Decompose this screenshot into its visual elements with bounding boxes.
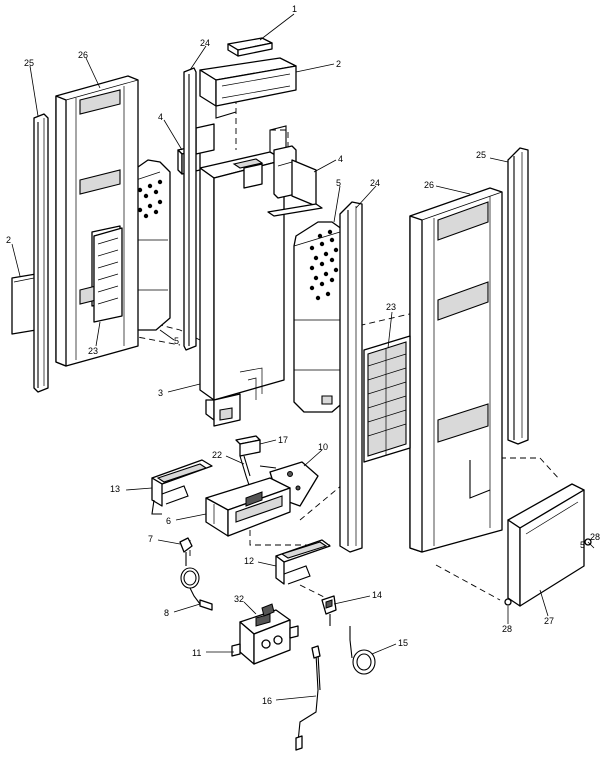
callout-26-left: 26 <box>78 50 88 60</box>
part-26-side-panel-left <box>55 75 139 367</box>
part-12-burner-lower <box>275 539 331 585</box>
part-7-pilot-fitting <box>179 537 193 566</box>
callout-3: 3 <box>158 388 163 398</box>
part-24-trim-right <box>339 201 363 553</box>
callout-28-base: 28 <box>502 624 512 634</box>
part-26-side-panel-right <box>409 187 503 553</box>
callout-11: 11 <box>192 648 201 658</box>
part-1-top-cap <box>227 37 273 57</box>
callout-leader-lines <box>11 13 595 701</box>
callout-5-base: 5 <box>580 540 585 550</box>
part-23-grille-right <box>363 335 411 463</box>
callout-13: 13 <box>110 484 120 494</box>
part-24-trim-left <box>183 67 197 351</box>
part-23-grille-left <box>93 227 123 323</box>
part-16-thermocouple-lead <box>295 645 321 751</box>
callout-25-right: 25 <box>476 150 486 160</box>
callout-2-hood: 2 <box>336 59 341 69</box>
callout-16: 16 <box>262 696 272 706</box>
part-8-thermocouple-coil <box>180 567 213 611</box>
callout-32: 32 <box>234 594 244 604</box>
callout-10: 10 <box>318 442 328 452</box>
part-2-side-plate <box>11 273 37 335</box>
part-25-channel-right <box>507 147 529 445</box>
callout-28-corner: 28 <box>590 532 600 542</box>
callout-27: 27 <box>544 616 554 626</box>
callout-22: 22 <box>212 450 222 460</box>
part-13-burner-upper <box>151 459 213 515</box>
callout-8: 8 <box>164 608 169 618</box>
part-3-firebox <box>199 125 287 427</box>
callout-4-right: 4 <box>338 154 343 164</box>
part-6-burner-tray <box>205 477 291 537</box>
part-11-gas-valve <box>231 609 299 665</box>
part-27-base-box <box>504 483 592 607</box>
callout-6: 6 <box>166 516 171 526</box>
callout-26-right: 26 <box>424 180 434 190</box>
callout-23-right: 23 <box>386 302 396 312</box>
callout-12: 12 <box>244 556 254 566</box>
part-25-channel-left <box>33 113 49 393</box>
callout-15: 15 <box>398 638 408 648</box>
callout-17: 17 <box>278 435 288 445</box>
callout-labels: 1 2 2 3 4 4 5 5 5 6 7 8 10 11 12 13 14 1… <box>6 4 600 706</box>
callout-24-right: 24 <box>370 178 380 188</box>
part-5-perforated-panel-right <box>293 221 347 413</box>
part-2-flue-hood <box>199 57 297 119</box>
part-4-bracket-right <box>267 145 323 217</box>
callout-14: 14 <box>372 590 382 600</box>
callout-5-left: 5 <box>174 336 179 346</box>
callout-1: 1 <box>292 4 297 14</box>
callout-2-plate: 2 <box>6 235 11 245</box>
part-15-thermopile-coil <box>349 626 376 675</box>
callout-24-left: 24 <box>200 38 210 48</box>
part-14-pilot-assembly <box>321 595 337 626</box>
part-17-pilot-bracket <box>235 435 261 457</box>
part-32-valve-knob <box>261 603 275 617</box>
callout-23-left: 23 <box>88 346 98 356</box>
callout-25-left: 25 <box>24 58 34 68</box>
part-22-pilot-tube <box>239 455 251 489</box>
callout-7: 7 <box>148 534 153 544</box>
callout-5-right: 5 <box>336 178 341 188</box>
callout-4-left: 4 <box>158 112 163 122</box>
